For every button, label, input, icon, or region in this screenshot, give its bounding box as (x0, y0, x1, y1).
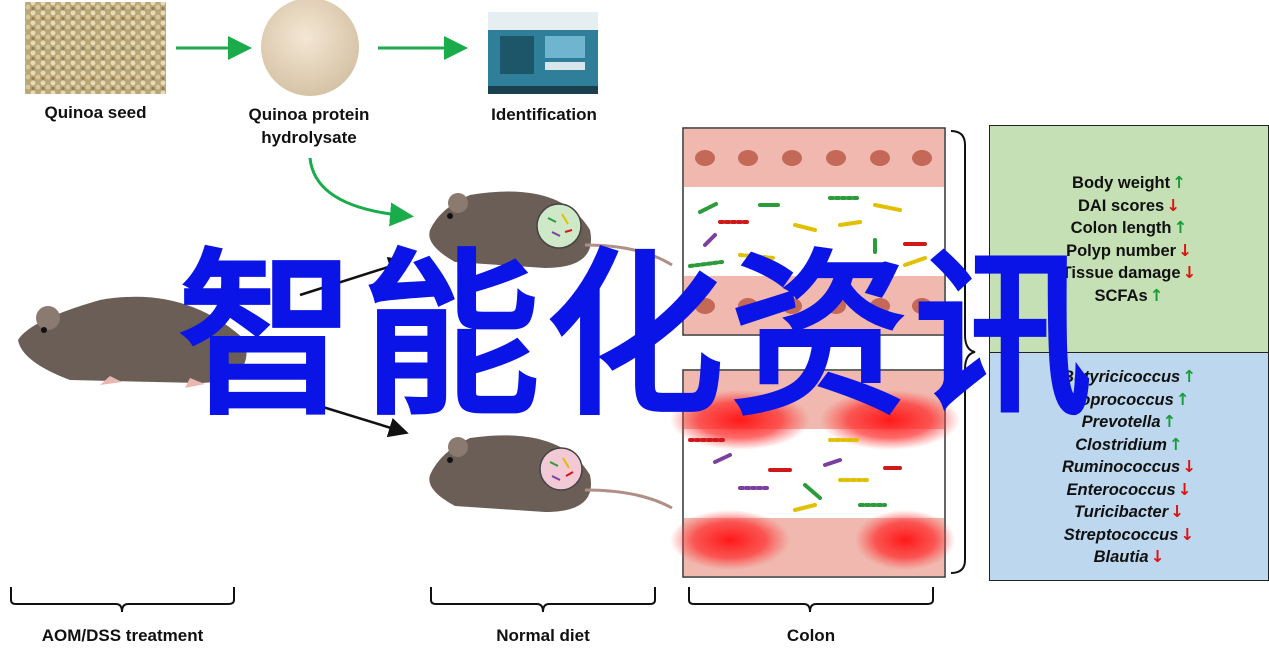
label-colon: Colon (786, 626, 836, 645)
result-label: SCFAs (1094, 286, 1148, 305)
arrow-down-icon: ↓ (1182, 263, 1197, 282)
arrow-down-icon: ↓ (1166, 195, 1181, 215)
result-label: Polyp number (1066, 241, 1177, 260)
result-label: Butyricicoccus (1061, 368, 1181, 386)
result-row: Ruminococcus↓ (990, 456, 1268, 479)
arrow-down-icon: ↓ (1182, 457, 1197, 476)
result-row: Tissue damage↓ (990, 262, 1268, 285)
result-row: Clostridium↑ (990, 434, 1268, 457)
arrow-up-icon: ↑ (1172, 173, 1186, 192)
result-row: Streptococcus↓ (990, 524, 1268, 547)
watermark-text: 智能化资讯 (178, 233, 1098, 440)
result-row: Enterococcus↓ (990, 479, 1268, 502)
arrow-down-icon: ↓ (1177, 479, 1192, 499)
label-normal-diet: Normal diet (496, 626, 590, 645)
arrow-down-icon: ↓ (1150, 547, 1165, 566)
result-bracket (950, 130, 976, 574)
phenotype-list: Body weight↑DAI scores↓Colon length↑Poly… (990, 172, 1268, 307)
result-label: Coprococcus (1068, 390, 1174, 409)
result-row: Turicibacter↓ (990, 501, 1268, 524)
hydrolysate-powder-image (261, 0, 359, 96)
mass-spectrometer-image (488, 12, 598, 94)
result-row: Blautia↓ (990, 546, 1268, 569)
arrow-down-icon: ↓ (1170, 502, 1184, 521)
label-hydrolysate-line1: Quinoa protein (248, 105, 370, 124)
result-label: Enterococcus (1066, 480, 1176, 499)
result-label: Prevotella (1081, 413, 1161, 431)
bottom-braces (10, 587, 934, 613)
label-quinoa-seed: Quinoa seed (44, 103, 147, 122)
arrow-up-icon: ↑ (1182, 367, 1197, 386)
result-row: Butyricicoccus↑ (990, 366, 1268, 389)
colon-panel-healthy (682, 127, 946, 336)
result-label: Ruminococcus (1061, 458, 1181, 476)
colon-panel-inflamed (670, 369, 960, 578)
microbiota-list: Butyricicoccus↑Coprococcus↑Prevotella↑Cl… (990, 366, 1268, 569)
result-row: SCFAs↑ (990, 285, 1268, 308)
result-label: Clostridium (1075, 435, 1167, 454)
label-identification: Identification (491, 105, 597, 124)
result-row: Colon length↑ (990, 217, 1268, 240)
arrow-down-icon: ↓ (1178, 240, 1192, 260)
arrow-up-icon: ↑ (1162, 412, 1177, 431)
result-label: Body weight (1072, 174, 1171, 192)
result-row: Coprococcus↑ (990, 389, 1268, 412)
arrow-up-icon: ↑ (1173, 218, 1188, 237)
arrow-up-icon: ↑ (1168, 434, 1183, 454)
mouse-left-image (18, 296, 247, 388)
phenotype-results-panel: Body weight↑DAI scores↓Colon length↑Poly… (989, 125, 1269, 353)
result-label: Colon length (1070, 219, 1172, 237)
result-label: Blautia (1093, 548, 1149, 566)
result-label: Tissue damage (1061, 264, 1181, 282)
mouse-top-image (429, 191, 673, 268)
label-hydrolysate-line2: hydrolysate (261, 128, 357, 147)
arrow-down-icon: ↓ (1180, 524, 1195, 544)
treatment-arrows (299, 257, 409, 438)
mouse-bottom-image (429, 435, 673, 512)
result-label: Turicibacter (1074, 503, 1169, 521)
result-row: DAI scores↓ (990, 195, 1268, 218)
result-row: Body weight↑ (990, 172, 1268, 195)
result-row: Prevotella↑ (990, 411, 1268, 434)
arrow-up-icon: ↑ (1149, 285, 1164, 305)
label-aom-dss-treatment: AOM/DSS treatment (41, 626, 204, 645)
microbiota-results-panel: Butyricicoccus↑Coprococcus↑Prevotella↑Cl… (989, 352, 1269, 581)
result-row: Polyp number↓ (990, 240, 1268, 263)
arrow-up-icon: ↑ (1175, 389, 1190, 409)
flow-arrows-top (176, 36, 468, 227)
quinoa-seed-image (25, 2, 166, 94)
result-label: Streptococcus (1063, 525, 1179, 544)
result-label: DAI scores (1077, 196, 1165, 215)
